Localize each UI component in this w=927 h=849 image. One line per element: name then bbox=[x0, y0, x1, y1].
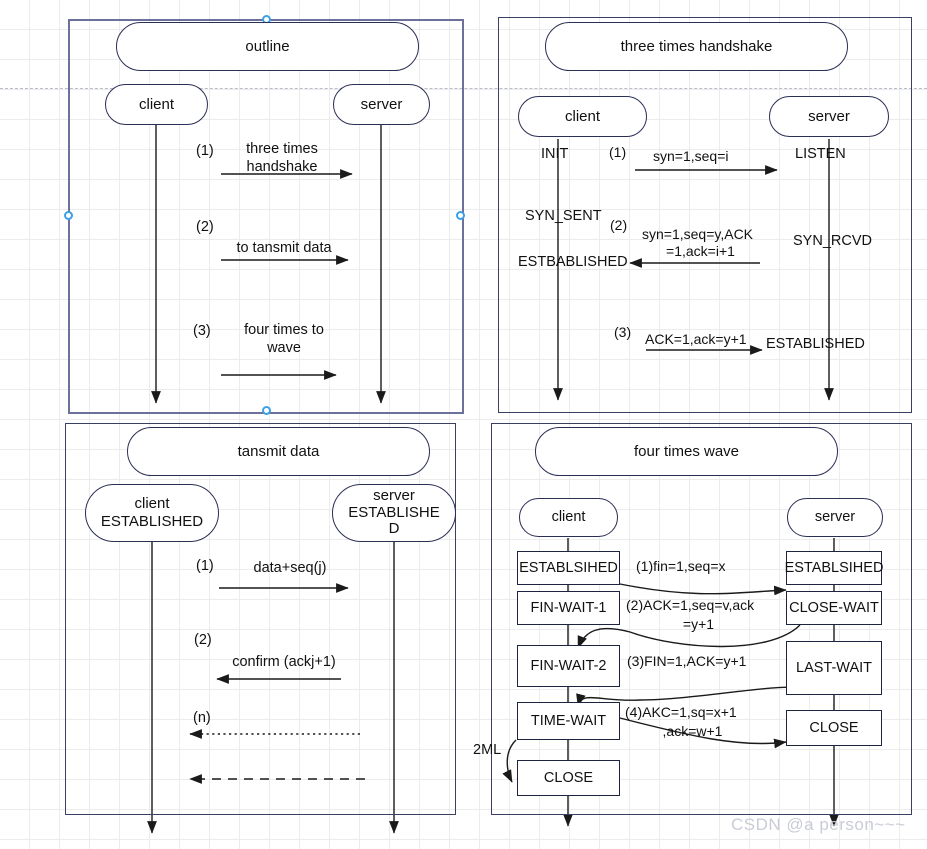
outline-msg-2-index: (2) bbox=[196, 219, 214, 235]
wave-client-state-fin-wait-1-label: FIN-WAIT-1 bbox=[530, 600, 607, 616]
wave-msg-4-line2: ,ack=w+1 bbox=[662, 723, 723, 739]
handshake-actor-server[interactable]: server bbox=[769, 96, 889, 137]
panel-handshake-title-text: three times handshake bbox=[620, 37, 773, 55]
wave-server-state-established-label: ESTABLSIHED bbox=[784, 560, 884, 576]
handshake-msg-3-text: ACK=1,ack=y+1 bbox=[645, 331, 747, 347]
wave-server-state-close-wait-label: CLOSE-WAIT bbox=[789, 600, 879, 616]
watermark: CSDN @a person~~~ bbox=[731, 815, 906, 834]
outline-msg-1-index: (1) bbox=[196, 143, 214, 159]
transmit-actor-client-line1: client bbox=[134, 495, 170, 513]
wave-server-state-close-wait[interactable]: CLOSE-WAIT bbox=[786, 591, 882, 625]
handshake-msg-1-index: (1) bbox=[609, 144, 627, 160]
wave-client-state-close-label: CLOSE bbox=[543, 770, 594, 786]
handshake-client-state-init: INIT bbox=[541, 146, 569, 162]
handshake-server-state-listen: LISTEN bbox=[795, 146, 846, 162]
wave-actor-client[interactable]: client bbox=[519, 498, 618, 537]
panel-handshake[interactable] bbox=[498, 17, 912, 413]
wave-client-state-fin-wait-2[interactable]: FIN-WAIT-2 bbox=[517, 645, 620, 687]
transmit-actor-client[interactable]: client ESTABLISHED bbox=[85, 484, 219, 542]
panel-handshake-title[interactable]: three times handshake bbox=[545, 22, 848, 71]
wave-timer-label: 2ML bbox=[473, 742, 502, 758]
outline-actor-client[interactable]: client bbox=[105, 84, 208, 125]
outline-msg-3-line2: wave bbox=[267, 340, 301, 356]
outline-msg-1-line2: handshake bbox=[246, 159, 318, 175]
panel-transmit-title[interactable]: tansmit data bbox=[127, 427, 430, 476]
selection-handle-right[interactable] bbox=[456, 211, 465, 220]
transmit-msg-2-text: confirm (ackj+1) bbox=[232, 654, 336, 670]
wave-server-state-last-wait[interactable]: LAST-WAIT bbox=[786, 641, 882, 695]
handshake-msg-3-index: (3) bbox=[614, 324, 632, 340]
panel-wave-title[interactable]: four times wave bbox=[535, 427, 838, 476]
selection-handle-left[interactable] bbox=[64, 211, 73, 220]
panel-wave-title-text: four times wave bbox=[633, 442, 740, 460]
handshake-server-state-established: ESTABLISHED bbox=[766, 336, 865, 352]
wave-server-state-established[interactable]: ESTABLSIHED bbox=[784, 551, 884, 585]
panel-outline-title[interactable]: outline bbox=[116, 22, 419, 71]
outline-actor-client-label: client bbox=[138, 95, 175, 113]
handshake-msg-2-line1: syn=1,seq=y,ACK bbox=[642, 226, 754, 242]
wave-actor-client-label: client bbox=[551, 508, 586, 525]
transmit-actor-server-line2: ESTABLISHE bbox=[348, 503, 440, 521]
outline-actor-server-label: server bbox=[360, 95, 403, 113]
handshake-actor-client[interactable]: client bbox=[518, 96, 647, 137]
transmit-actor-server-line3: D bbox=[388, 520, 400, 538]
handshake-actor-client-label: client bbox=[564, 107, 601, 125]
transmit-msg-n-index: (n) bbox=[193, 710, 211, 726]
panel-outline-title-text: outline bbox=[245, 37, 290, 55]
panel-transmit[interactable] bbox=[65, 423, 456, 815]
outline-actor-server[interactable]: server bbox=[333, 84, 430, 125]
handshake-client-state-established: ESTBABLISHED bbox=[518, 254, 628, 270]
outline-msg-3-line1: four times to bbox=[244, 322, 324, 338]
wave-msg-2-line2: =y+1 bbox=[682, 616, 715, 632]
wave-client-state-established[interactable]: ESTABLSIHED bbox=[517, 551, 620, 585]
handshake-msg-1-text: syn=1,seq=i bbox=[653, 148, 729, 164]
wave-server-state-last-wait-label: LAST-WAIT bbox=[796, 660, 872, 676]
handshake-actor-server-label: server bbox=[808, 107, 850, 125]
handshake-client-state-syn-sent: SYN_SENT bbox=[525, 208, 602, 224]
handshake-msg-2-index: (2) bbox=[610, 217, 628, 233]
wave-server-state-close-label: CLOSE bbox=[809, 720, 859, 736]
wave-msg-3-text: (3)FIN=1,ACK=y+1 bbox=[627, 653, 747, 669]
panel-wave[interactable] bbox=[491, 423, 912, 815]
selection-handle-bottom[interactable] bbox=[262, 406, 271, 415]
transmit-msg-1-text: data+seq(j) bbox=[253, 560, 327, 576]
transmit-actor-server[interactable]: server ESTABLISHE D bbox=[332, 484, 456, 542]
outline-msg-2-line1: to tansmit data bbox=[236, 240, 332, 256]
wave-client-state-close[interactable]: CLOSE bbox=[517, 760, 620, 796]
handshake-msg-2-line2: =1,ack=i+1 bbox=[666, 243, 735, 259]
wave-server-state-close[interactable]: CLOSE bbox=[786, 710, 882, 746]
wave-client-state-fin-wait-2-label: FIN-WAIT-2 bbox=[530, 658, 607, 674]
wave-msg-2-line1: (2)ACK=1,seq=v,ack bbox=[626, 597, 755, 613]
handshake-server-state-syn-rcvd: SYN_RCVD bbox=[793, 233, 872, 249]
wave-client-state-time-wait[interactable]: TIME-WAIT bbox=[517, 702, 620, 740]
wave-client-state-time-wait-label: TIME-WAIT bbox=[530, 713, 607, 729]
transmit-msg-2-index: (2) bbox=[194, 632, 212, 648]
transmit-msg-1-index: (1) bbox=[196, 558, 214, 574]
wave-actor-server-label: server bbox=[814, 508, 856, 525]
wave-msg-4-line1: (4)AKC=1,sq=x+1 bbox=[625, 704, 737, 720]
outline-msg-1-line1: three times bbox=[246, 141, 318, 157]
wave-actor-server[interactable]: server bbox=[787, 498, 883, 537]
transmit-actor-server-line1: server bbox=[373, 486, 415, 504]
wave-client-state-fin-wait-1[interactable]: FIN-WAIT-1 bbox=[517, 591, 620, 625]
wave-client-state-established-label: ESTABLSIHED bbox=[519, 560, 618, 576]
transmit-actor-client-line2: ESTABLISHED bbox=[100, 513, 204, 530]
panel-transmit-title-text: tansmit data bbox=[237, 442, 320, 460]
wave-msg-1-text: (1)fin=1,seq=x bbox=[636, 558, 726, 574]
outline-msg-3-index: (3) bbox=[193, 323, 211, 339]
